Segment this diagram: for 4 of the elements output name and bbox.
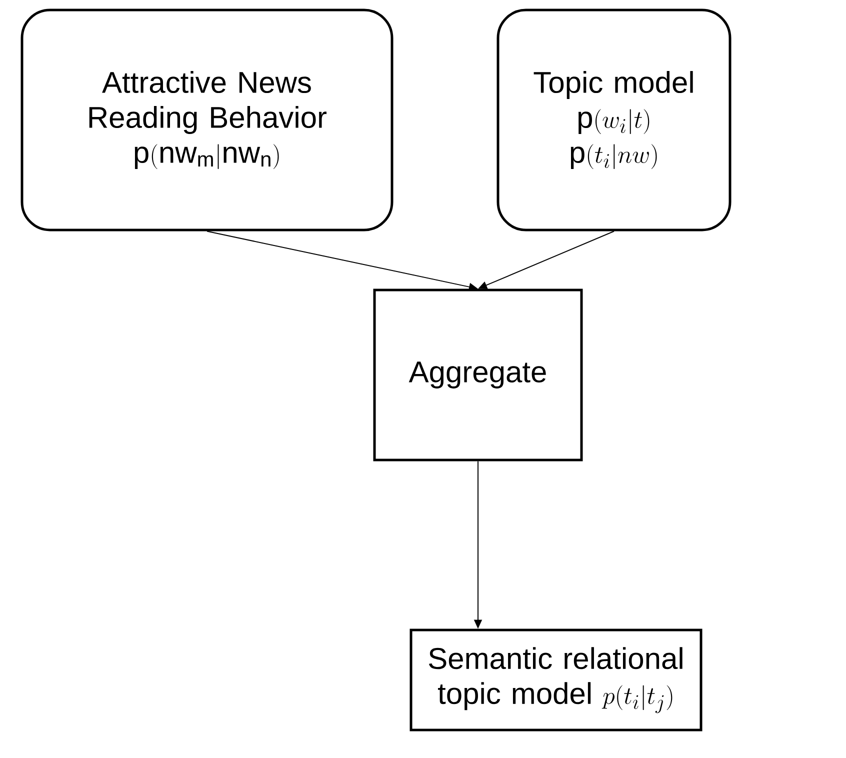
process-box: Semantic relational topic model $p(t_i|t_j)$ xyxy=(410,628,702,732)
process-box: Aggregate xyxy=(373,288,583,462)
rounded-box: Attractive News Reading Behavior $\mathrm{p}(\mathrm{nw}_\mathrm{m}|\mathrm{nw}_\mathrm{n})$ xyxy=(20,8,394,232)
rounded-box: Topic model $\mathrm{p}(w_i|t)$ $\mathrm{p}(t_i|nw)$ xyxy=(496,8,732,232)
